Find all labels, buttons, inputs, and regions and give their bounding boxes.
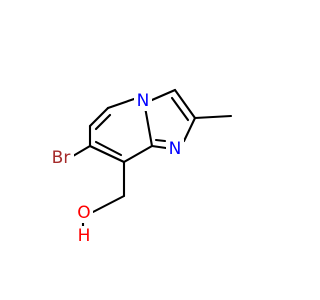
bonds: [71, 88, 233, 230]
bond-n4-c8a: [143, 105, 154, 148]
bond-c5-n4: [106, 97, 136, 110]
bond-c8-c7: [88, 144, 126, 164]
n1-label-bg: [166, 139, 184, 159]
n4-label-bg: [134, 91, 152, 111]
hydroxyl-hydrogen-label: H: [78, 226, 91, 246]
ring-nitrogen-imine-label: N: [169, 139, 182, 159]
bond-c7-br: [71, 144, 92, 158]
bond-c2-n1: [182, 116, 197, 143]
h-label-bg: [75, 226, 93, 246]
hydroxyl-oxygen-label: O: [77, 203, 90, 223]
bond-c5-c6-inner: [94, 113, 112, 131]
bond-n4-c3: [150, 88, 177, 102]
bond-c3-c2: [173, 88, 197, 120]
br-label-bg: [48, 148, 74, 168]
bond-c3-c2-inner: [170, 96, 190, 122]
bromine-label: Br: [52, 148, 71, 168]
bond-c8a-c8: [122, 144, 154, 164]
ring-nitrogen-bridge-label: N: [137, 91, 150, 111]
bond-c5-c6: [88, 106, 110, 128]
bond-c2-methyl: [193, 114, 233, 120]
atom-labels: N N Br O H: [48, 91, 184, 246]
structure-diagram: N N Br O H: [48, 88, 233, 246]
bond-ch2-o: [91, 194, 126, 214]
bond-n1-c8a: [150, 144, 168, 150]
o-label-bg: [75, 203, 93, 223]
bond-c8-c7-inner: [94, 140, 123, 157]
bond-n1-c8a-inner: [154, 138, 167, 143]
